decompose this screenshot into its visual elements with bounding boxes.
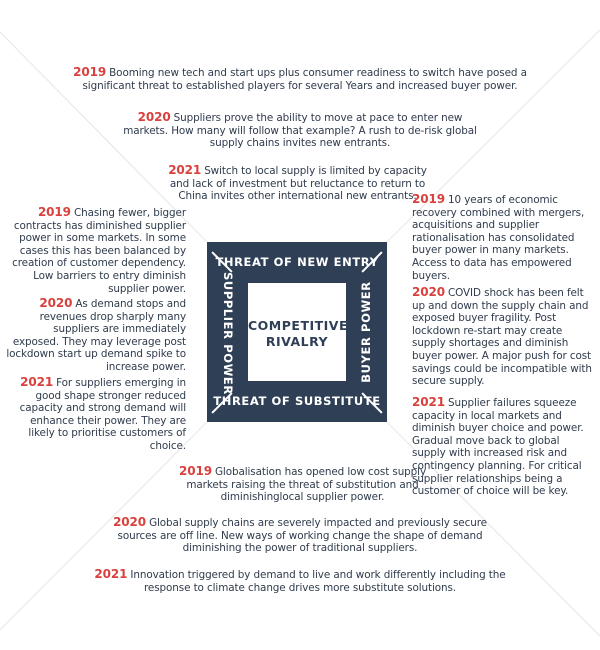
year-label: 2020 [39,296,73,310]
year-label: 2021 [168,163,202,177]
year-label: 2020 [137,110,171,124]
supplier-power-label: SUPPLIER POWER [221,272,235,395]
rivalry-core [248,283,346,381]
year-label: 2019 [178,464,212,478]
year-label: 2021 [20,375,54,389]
threat-of-substitute-label: THREAT OF SUBSTITUTE [213,394,381,408]
diagonal-line-top-right [386,29,600,243]
diagonal-line-top-left [0,31,208,243]
year-label: 2019 [73,65,107,79]
diagonal-line-bottom-left [0,421,208,631]
threat-of-new-entry-label: THREAT OF NEW ENTRY [215,255,379,269]
year-label: 2021 [94,567,128,581]
year-label: 2019 [412,192,445,206]
year-label: 2020 [113,515,147,529]
year-label: 2021 [412,395,445,409]
year-label: 2019 [37,205,71,219]
competitive-rivalry-label: COMPETITIVE RIVALRY [248,318,349,349]
buyer-power-label: BUYER POWER [359,281,373,383]
year-label: 2020 [412,285,445,299]
diagonal-line-bottom-right [386,421,600,637]
